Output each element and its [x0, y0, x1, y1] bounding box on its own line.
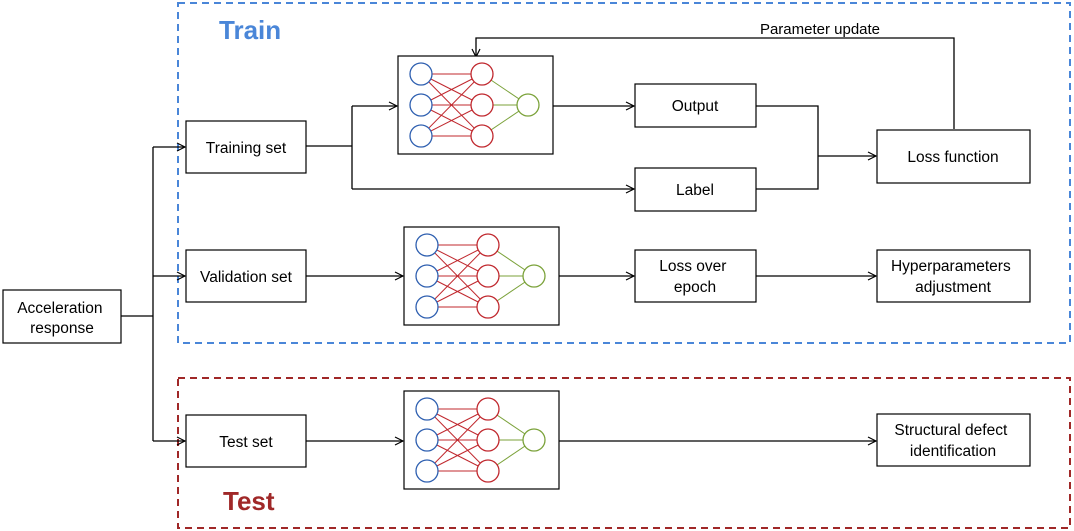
network-weight-line: [426, 408, 489, 472]
train-region-title: Train: [219, 15, 281, 45]
input-node: [415, 295, 439, 319]
output-label: Output: [672, 98, 719, 115]
hidden-node: [470, 93, 494, 117]
input-node: [415, 233, 439, 257]
output-node: [516, 93, 540, 117]
network-weight-line: [420, 73, 483, 137]
hidden-node: [476, 264, 500, 288]
structural-defect-identification-box: Structural defect identification: [876, 413, 1031, 467]
validation-network-icon: [403, 226, 560, 326]
hidden-node: [476, 295, 500, 319]
network-weight-line: [426, 244, 489, 308]
hyperparameters-adjustment-label: Hyperparameters adjustment: [891, 258, 1015, 296]
input-node: [415, 397, 439, 421]
test-region-title: Test: [223, 486, 275, 516]
input-node: [415, 428, 439, 452]
acceleration-response-label: Acceleration response: [17, 300, 107, 337]
loss-function-label: Loss function: [907, 149, 998, 166]
connectors: [121, 37, 955, 441]
hidden-node: [476, 233, 500, 257]
training-set-box: Training set: [185, 120, 307, 174]
hyperparameters-adjustment-box: Hyperparameters adjustment: [876, 249, 1031, 303]
train-region: [177, 2, 1071, 344]
input-node: [415, 264, 439, 288]
test-network-icon: [403, 390, 560, 490]
output-box: Output: [634, 83, 757, 128]
hidden-node: [476, 397, 500, 421]
label-label: Label: [676, 182, 714, 199]
parameter-update-label: Parameter update: [760, 21, 880, 38]
loss-over-epoch-box: Loss over epoch: [634, 249, 757, 303]
test-set-box: Test set: [185, 414, 307, 468]
validation-set-label: Validation set: [200, 269, 293, 286]
input-node: [409, 124, 433, 148]
output-node: [522, 264, 546, 288]
label-box: Label: [634, 167, 757, 212]
output-node: [522, 428, 546, 452]
training-set-label: Training set: [206, 140, 287, 157]
test-region: [177, 377, 1071, 529]
connector-output-to-merge: [756, 105, 819, 190]
input-node: [409, 93, 433, 117]
hidden-node: [470, 124, 494, 148]
train-network-icon: [397, 55, 554, 155]
loss-function-box: Loss function: [876, 129, 1031, 184]
structural-defect-identification-label: Structural defect identification: [894, 422, 1011, 460]
loss-over-epoch-label: Loss over epoch: [659, 258, 731, 296]
hidden-node: [476, 428, 500, 452]
input-node: [409, 62, 433, 86]
hidden-node: [470, 62, 494, 86]
validation-set-box: Validation set: [185, 249, 307, 303]
acceleration-response-box: Acceleration response: [2, 289, 122, 344]
arrow-parameter-update: [476, 37, 955, 129]
test-set-label: Test set: [219, 434, 273, 451]
input-node: [415, 459, 439, 483]
hidden-node: [476, 459, 500, 483]
